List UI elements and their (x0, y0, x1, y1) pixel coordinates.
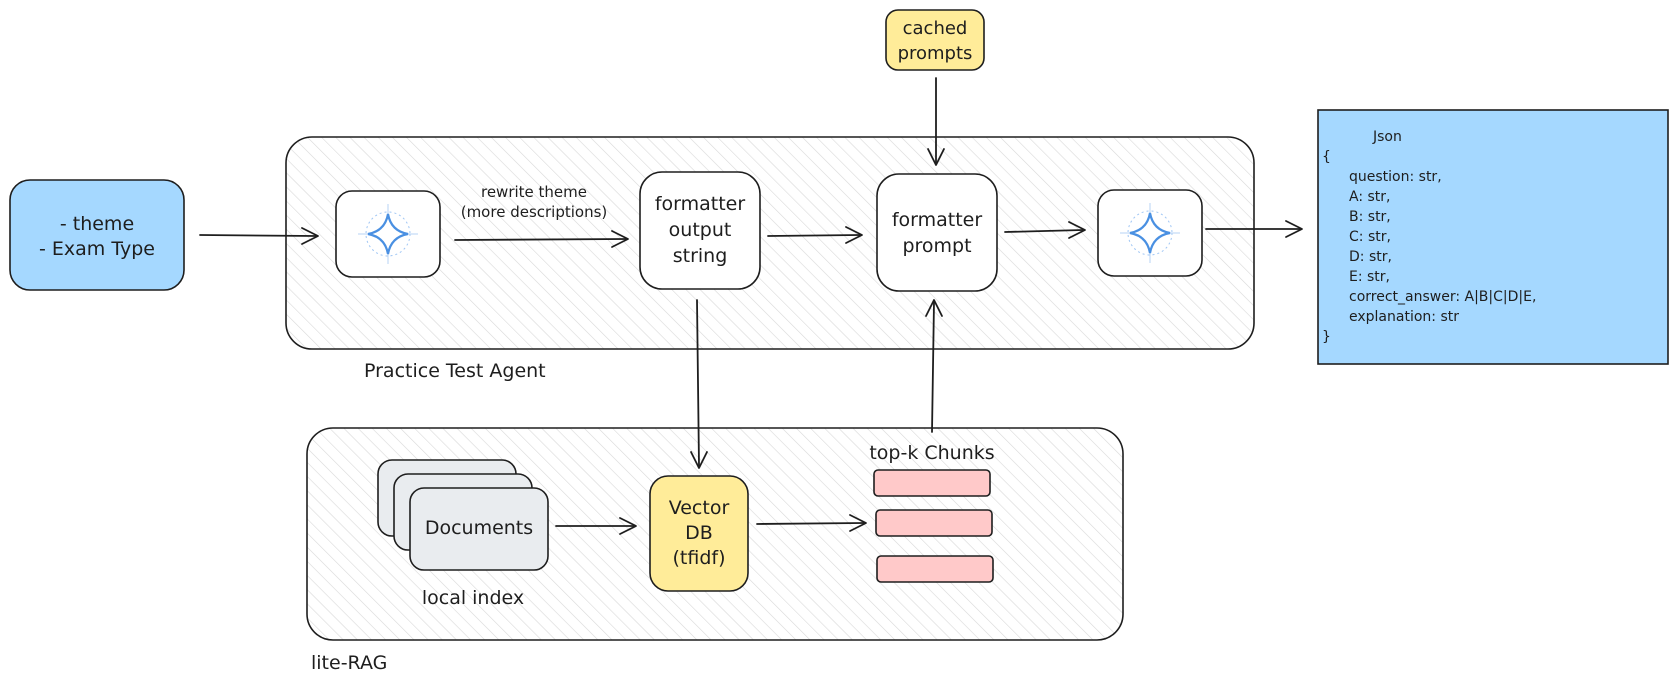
formatter-output-box (639, 171, 761, 290)
formatter-output-line2: output (669, 219, 732, 241)
local-index-label: local index (422, 587, 524, 609)
formatter-prompt-box (876, 173, 998, 292)
formatter-prompt-line2: prompt (902, 235, 971, 257)
arrow-cached-to-prompt (927, 77, 945, 166)
json-title: Json (1372, 129, 1402, 145)
chunk-bar (873, 469, 991, 497)
agent-label: Practice Test Agent (364, 360, 546, 382)
json-line: correct_answer: A|B|C|D|E, (1349, 289, 1536, 305)
arrow-formatter-output-to-prompt (767, 226, 863, 244)
sparkle-icon (1120, 203, 1180, 263)
sparkle-icon (358, 204, 418, 264)
arrow-llm-to-json (1205, 220, 1303, 238)
formatter-output-line3: string (673, 245, 728, 267)
vector-db-line1: Vector (669, 497, 730, 519)
arrow-input-to-llm (199, 227, 319, 245)
chunks-label: top-k Chunks (869, 442, 994, 464)
top-k-chunks-group: top-k Chunks (869, 442, 995, 583)
arrow-documents-to-vector-db (555, 517, 637, 535)
llm-node-1 (335, 190, 441, 278)
json-line: A: str, (1349, 189, 1391, 205)
practice-test-agent-group: Practice Test Agent (285, 136, 1255, 382)
document-card-front (409, 487, 549, 571)
input-node: - theme - Exam Type (9, 179, 185, 291)
json-output-box (1317, 109, 1669, 365)
cached-prompts-line1: cached (903, 18, 968, 39)
vector-db-node: Vector DB (tfidf) (649, 475, 749, 592)
input-line-theme: - theme (60, 213, 134, 235)
arrow-formatter-output-to-vector-db (690, 299, 708, 469)
arrow-chunks-to-prompt (925, 299, 943, 433)
json-line: } (1322, 329, 1331, 345)
rag-label: lite-RAG (311, 652, 387, 674)
formatter-prompt-line1: formatter (892, 209, 983, 231)
vector-db-line3: (tfidf) (673, 547, 726, 569)
arrow-llm-to-formatter-output (454, 230, 629, 248)
agent-container (285, 136, 1255, 350)
cached-prompts-node: cached prompts (885, 9, 985, 71)
rewrite-theme-label-line2: (more descriptions) (461, 203, 608, 221)
vector-db-box (649, 475, 749, 592)
json-output-node: Json { question: str, A: str, B: str, C:… (1317, 109, 1669, 365)
json-line: C: str, (1349, 229, 1391, 245)
json-line: E: str, (1349, 269, 1390, 285)
input-box (9, 179, 185, 291)
chunk-bar (876, 555, 994, 583)
chunk-bar (875, 509, 993, 537)
arrow-prompt-to-llm (1004, 221, 1086, 239)
json-line: explanation: str (1349, 309, 1459, 325)
json-line: { (1322, 149, 1331, 165)
arrow-vector-db-to-chunks (756, 514, 867, 532)
cached-prompts-line2: prompts (898, 43, 973, 64)
formatter-prompt-node: formatter prompt (876, 173, 998, 292)
input-line-exam-type: - Exam Type (39, 238, 155, 260)
cached-prompts-box (885, 9, 985, 71)
json-line: B: str, (1349, 209, 1391, 225)
json-line: D: str, (1349, 249, 1392, 265)
formatter-output-line1: formatter (655, 193, 746, 215)
rewrite-theme-label-line1: rewrite theme (481, 183, 587, 201)
documents-stack: Documents local index (377, 459, 549, 609)
vector-db-line2: DB (685, 522, 713, 544)
documents-label: Documents (425, 517, 533, 539)
formatter-output-node: formatter output string (639, 171, 761, 290)
json-line: question: str, (1349, 169, 1442, 185)
llm-node-2 (1097, 189, 1203, 277)
